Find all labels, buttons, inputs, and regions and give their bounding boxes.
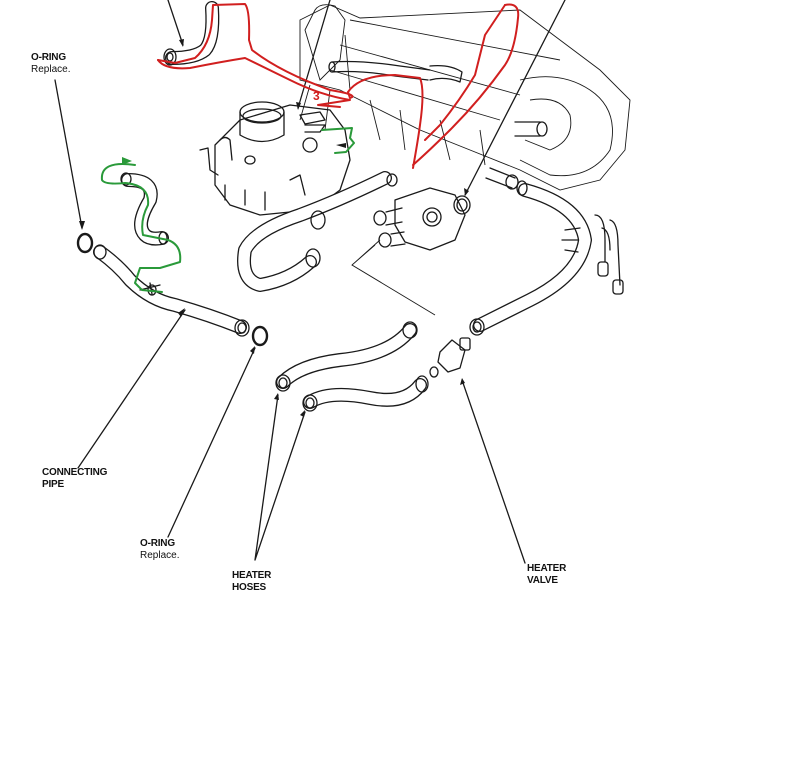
label-heater-hoses-line2: HOSES xyxy=(232,582,267,593)
long-radiator-hose xyxy=(469,180,624,336)
heater-hose-lower xyxy=(302,375,429,412)
label-o-ring-top-title: O-RING xyxy=(31,52,66,63)
label-heater-valve-line2: VALVE xyxy=(527,575,558,586)
engine-block xyxy=(299,4,631,191)
throttle-body xyxy=(199,101,351,216)
label-heater-valve-line1: HEATER xyxy=(527,563,567,574)
leader-lines xyxy=(54,0,566,564)
loop-hose xyxy=(237,171,398,292)
o-ring-lower xyxy=(251,325,269,347)
label-o-ring-bottom-note: Replace. xyxy=(140,550,180,561)
label-o-ring-top: O-RING Replace. xyxy=(31,52,70,76)
label-heater-hoses: HEATER HOSES xyxy=(232,570,271,594)
label-connecting-pipe-line2: PIPE xyxy=(42,479,64,490)
red-marker-number: 3 xyxy=(313,89,320,103)
o-ring-upper xyxy=(76,232,94,254)
connecting-pipe xyxy=(93,244,250,337)
label-connecting-pipe-line1: CONNECTING xyxy=(42,467,108,478)
green-hose-trace xyxy=(100,127,355,293)
label-o-ring-bottom: O-RING Replace. xyxy=(140,538,179,562)
red-hose-trace xyxy=(157,3,520,169)
label-o-ring-bottom-title: O-RING xyxy=(140,538,175,549)
heater-valve xyxy=(429,337,471,378)
label-connecting-pipe: CONNECTING PIPE xyxy=(42,467,107,491)
upper-bypass-hose xyxy=(163,1,220,66)
label-heater-hoses-line1: HEATER xyxy=(232,570,272,581)
guide-line xyxy=(351,239,436,316)
label-heater-valve: HEATER VALVE xyxy=(527,563,566,587)
water-outlet-housing xyxy=(373,187,471,251)
label-o-ring-top-note: Replace. xyxy=(31,64,71,75)
heater-hose-upper xyxy=(275,321,418,392)
